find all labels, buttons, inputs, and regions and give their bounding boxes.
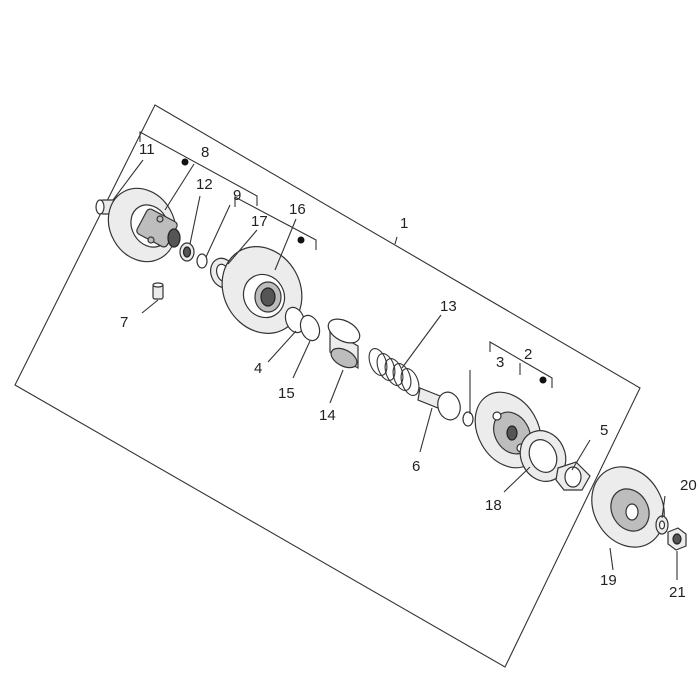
callout-4: 4 xyxy=(254,360,262,377)
callout-15: 15 xyxy=(278,385,295,402)
bracket-group-2 xyxy=(489,341,553,388)
bullet-dot-2 xyxy=(539,376,547,384)
part-circlip-3 xyxy=(462,411,474,427)
part-pulley-half-16 xyxy=(221,246,303,334)
part-oring-15 xyxy=(299,314,321,342)
part-sleeve-14 xyxy=(327,318,361,370)
leader-lines xyxy=(112,159,678,580)
callout-12: 12 xyxy=(196,176,213,193)
bullet-dot-16 xyxy=(297,236,305,244)
part-clutch-bell-19 xyxy=(591,466,665,548)
callout-17: 17 xyxy=(251,213,268,230)
callout-14: 14 xyxy=(319,407,336,424)
callout-11: 11 xyxy=(139,141,155,158)
callout-3: 3 xyxy=(496,354,504,371)
part-screw-7 xyxy=(152,282,164,300)
part-damper-ring-18 xyxy=(519,430,567,482)
callout-21: 21 xyxy=(669,584,686,601)
callout-6: 6 xyxy=(412,458,420,475)
callout-2: 2 xyxy=(524,346,532,363)
bracket-group-16 xyxy=(234,196,317,250)
callout-9: 9 xyxy=(233,187,241,204)
bracket-group-8 xyxy=(139,131,258,206)
assembly-outline xyxy=(14,104,641,668)
callout-20: 20 xyxy=(680,477,697,494)
bullet-dot-8 xyxy=(181,158,189,166)
callout-18: 18 xyxy=(485,497,502,514)
part-bearing-12 xyxy=(179,242,195,262)
part-oring-9 xyxy=(196,253,208,269)
part-nut-21 xyxy=(667,527,687,551)
callout-8: 8 xyxy=(201,144,209,161)
callout-7: 7 xyxy=(120,314,128,331)
part-collar-6 xyxy=(417,387,461,421)
callout-16: 16 xyxy=(289,201,306,218)
callout-19: 19 xyxy=(600,572,617,589)
part-plate-5 xyxy=(555,461,591,491)
callout-1: 1 xyxy=(400,215,408,232)
part-washer-20 xyxy=(655,515,669,535)
callout-13: 13 xyxy=(440,298,457,315)
callout-5: 5 xyxy=(600,422,608,439)
part-spring-13 xyxy=(368,348,420,396)
part-pulley-half-8 xyxy=(107,187,181,263)
